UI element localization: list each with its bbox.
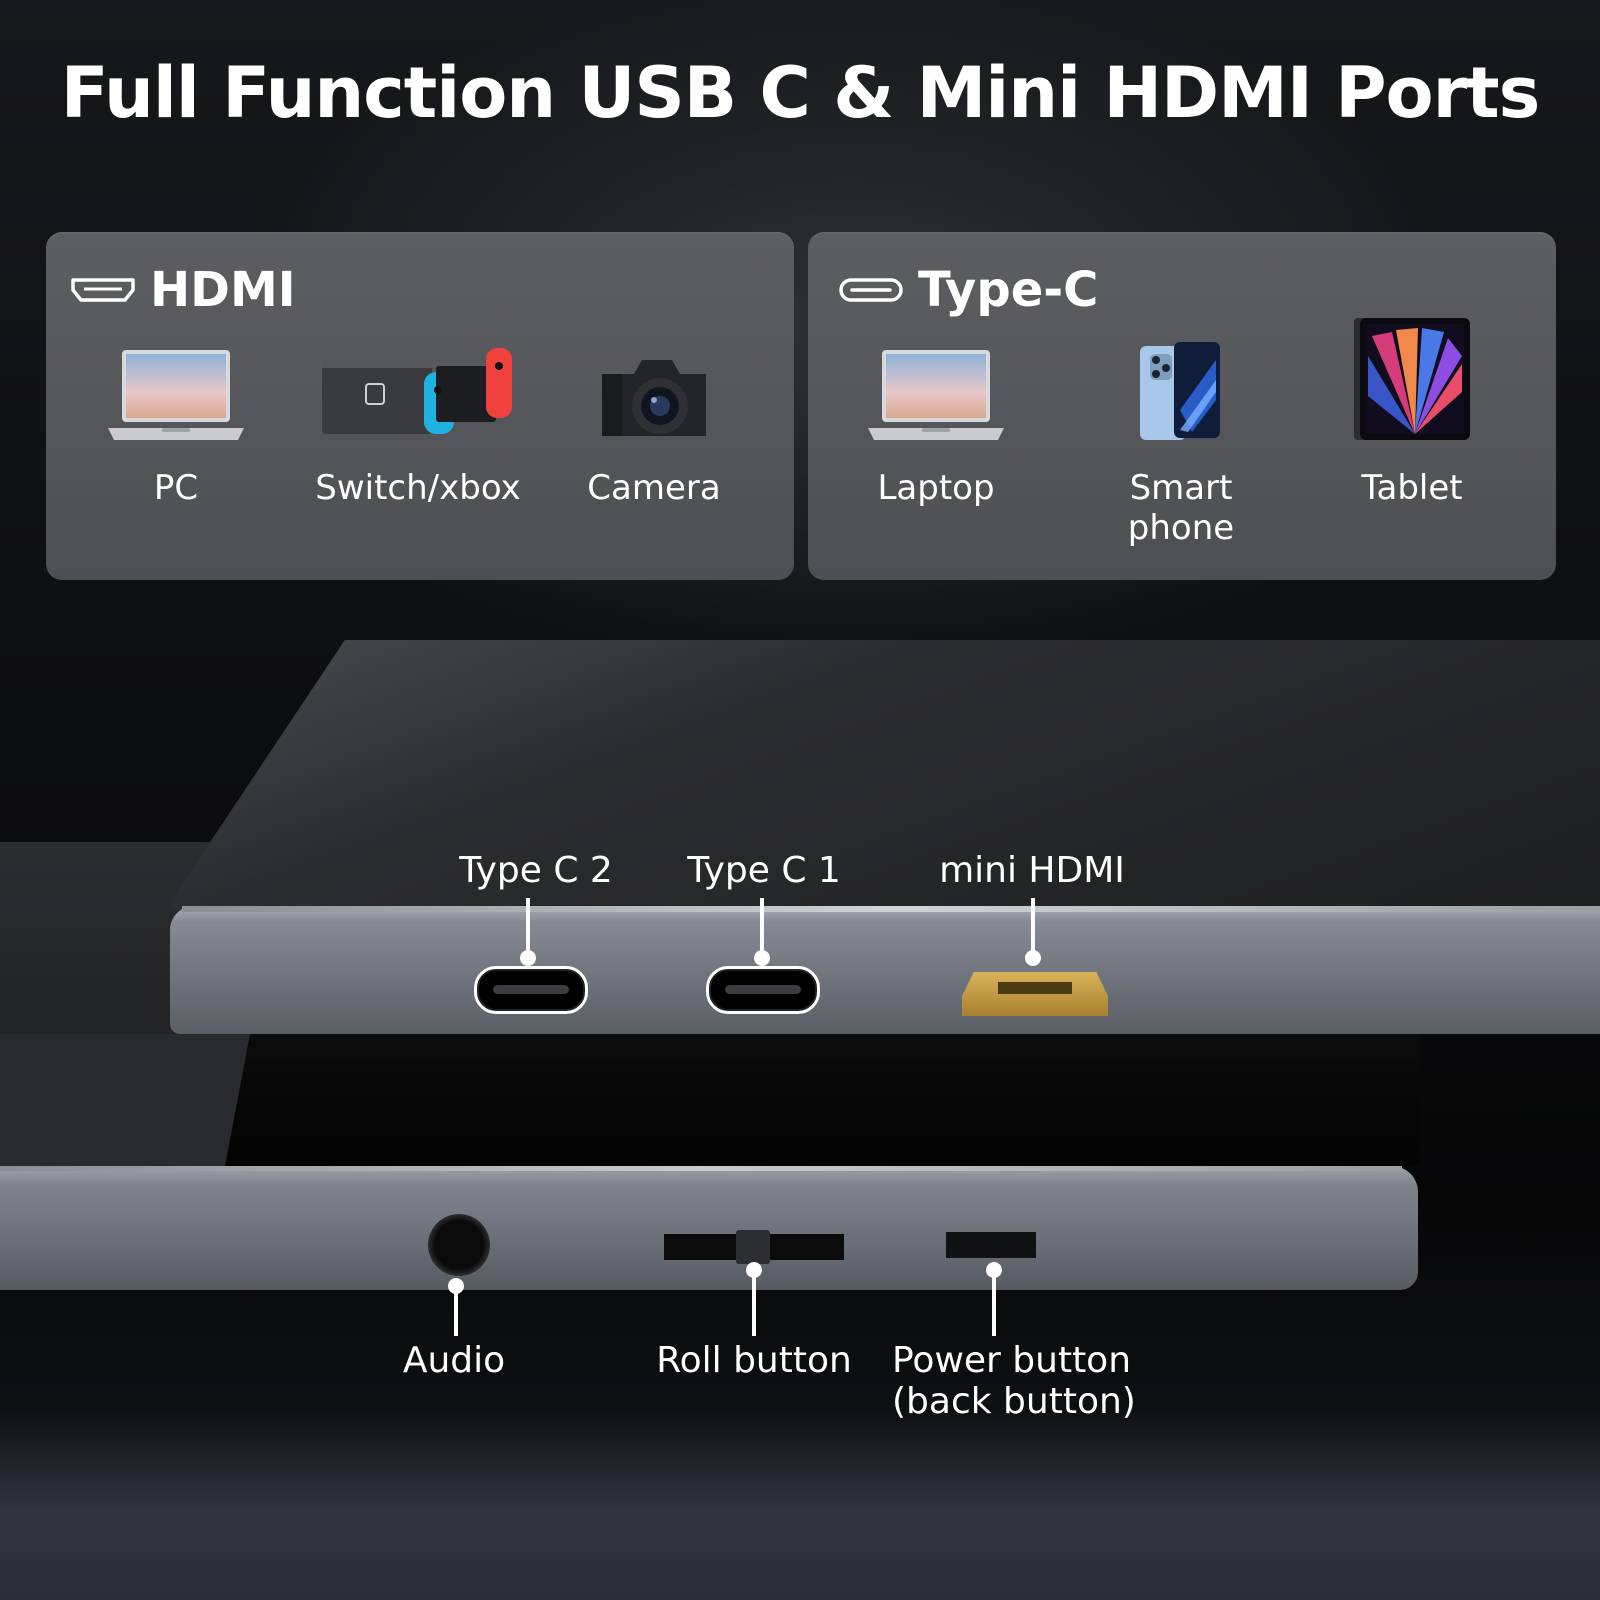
device-label: Tablet — [1361, 468, 1463, 508]
hdmi-panel: HDMI PC Switch/xbox — [46, 232, 794, 580]
mini-hdmi-dot — [1025, 950, 1041, 966]
roll-button-label: Roll button — [656, 1340, 852, 1381]
camera-icon — [602, 360, 706, 436]
bottom-glow — [0, 1410, 1600, 1600]
edge-rim — [0, 1166, 1402, 1171]
power-button-label-line1: Power button — [892, 1340, 1132, 1381]
power-button-label-line2: (back button) — [892, 1381, 1136, 1422]
type-c-1-dot — [754, 950, 770, 966]
type-c-2-port — [474, 966, 588, 1014]
laptop-icon — [868, 350, 1004, 440]
hdmi-port-icon — [71, 278, 135, 302]
roll-button-leader — [752, 1270, 756, 1336]
audio-label: Audio — [402, 1340, 506, 1381]
laptop-icon — [108, 350, 244, 440]
type-c-1-label: Type C 1 — [687, 850, 841, 891]
type-c-1-leader — [760, 898, 764, 956]
device-label: Laptop — [877, 468, 995, 508]
device-label: PC — [153, 468, 199, 508]
typec-panel-header: Type-C — [838, 262, 1098, 318]
power-button-leader — [992, 1270, 996, 1336]
power-button-label: Power button (back button) — [892, 1340, 1136, 1422]
monitor-top-surface — [172, 640, 1600, 910]
device-label: Smart phone — [1127, 468, 1235, 548]
usb-c-port-icon — [839, 278, 903, 302]
mini-hdmi-label: mini HDMI — [939, 850, 1125, 891]
game-console-icon — [322, 348, 512, 434]
typec-heading: Type-C — [918, 262, 1099, 318]
type-c-2-dot — [520, 950, 536, 966]
mini-hdmi-leader — [1031, 898, 1035, 956]
type-c-1-port — [706, 966, 820, 1014]
roll-button — [664, 1230, 844, 1264]
monitor-top-edge — [170, 906, 1600, 1034]
smartphone-icon — [1140, 342, 1220, 440]
device-label: Camera — [587, 468, 721, 508]
typec-panel: Type-C Laptop Smart phone — [808, 232, 1556, 580]
monitor-bottom-edge — [0, 1166, 1418, 1290]
hdmi-heading: HDMI — [150, 262, 296, 318]
monitor-gap-side — [0, 1034, 250, 1166]
mini-hdmi-port — [962, 972, 1108, 1016]
hdmi-panel-header: HDMI — [70, 262, 296, 318]
device-label: Switch/xbox — [315, 468, 521, 508]
edge-rim — [182, 906, 1600, 912]
audio-jack — [428, 1214, 490, 1276]
type-c-2-label: Type C 2 — [459, 850, 613, 891]
power-button — [946, 1232, 1036, 1258]
type-c-2-leader — [526, 898, 530, 956]
page-title: Full Function USB C & Mini HDMI Ports — [60, 52, 1541, 134]
audio-leader — [454, 1286, 458, 1336]
tablet-icon — [1354, 318, 1470, 440]
